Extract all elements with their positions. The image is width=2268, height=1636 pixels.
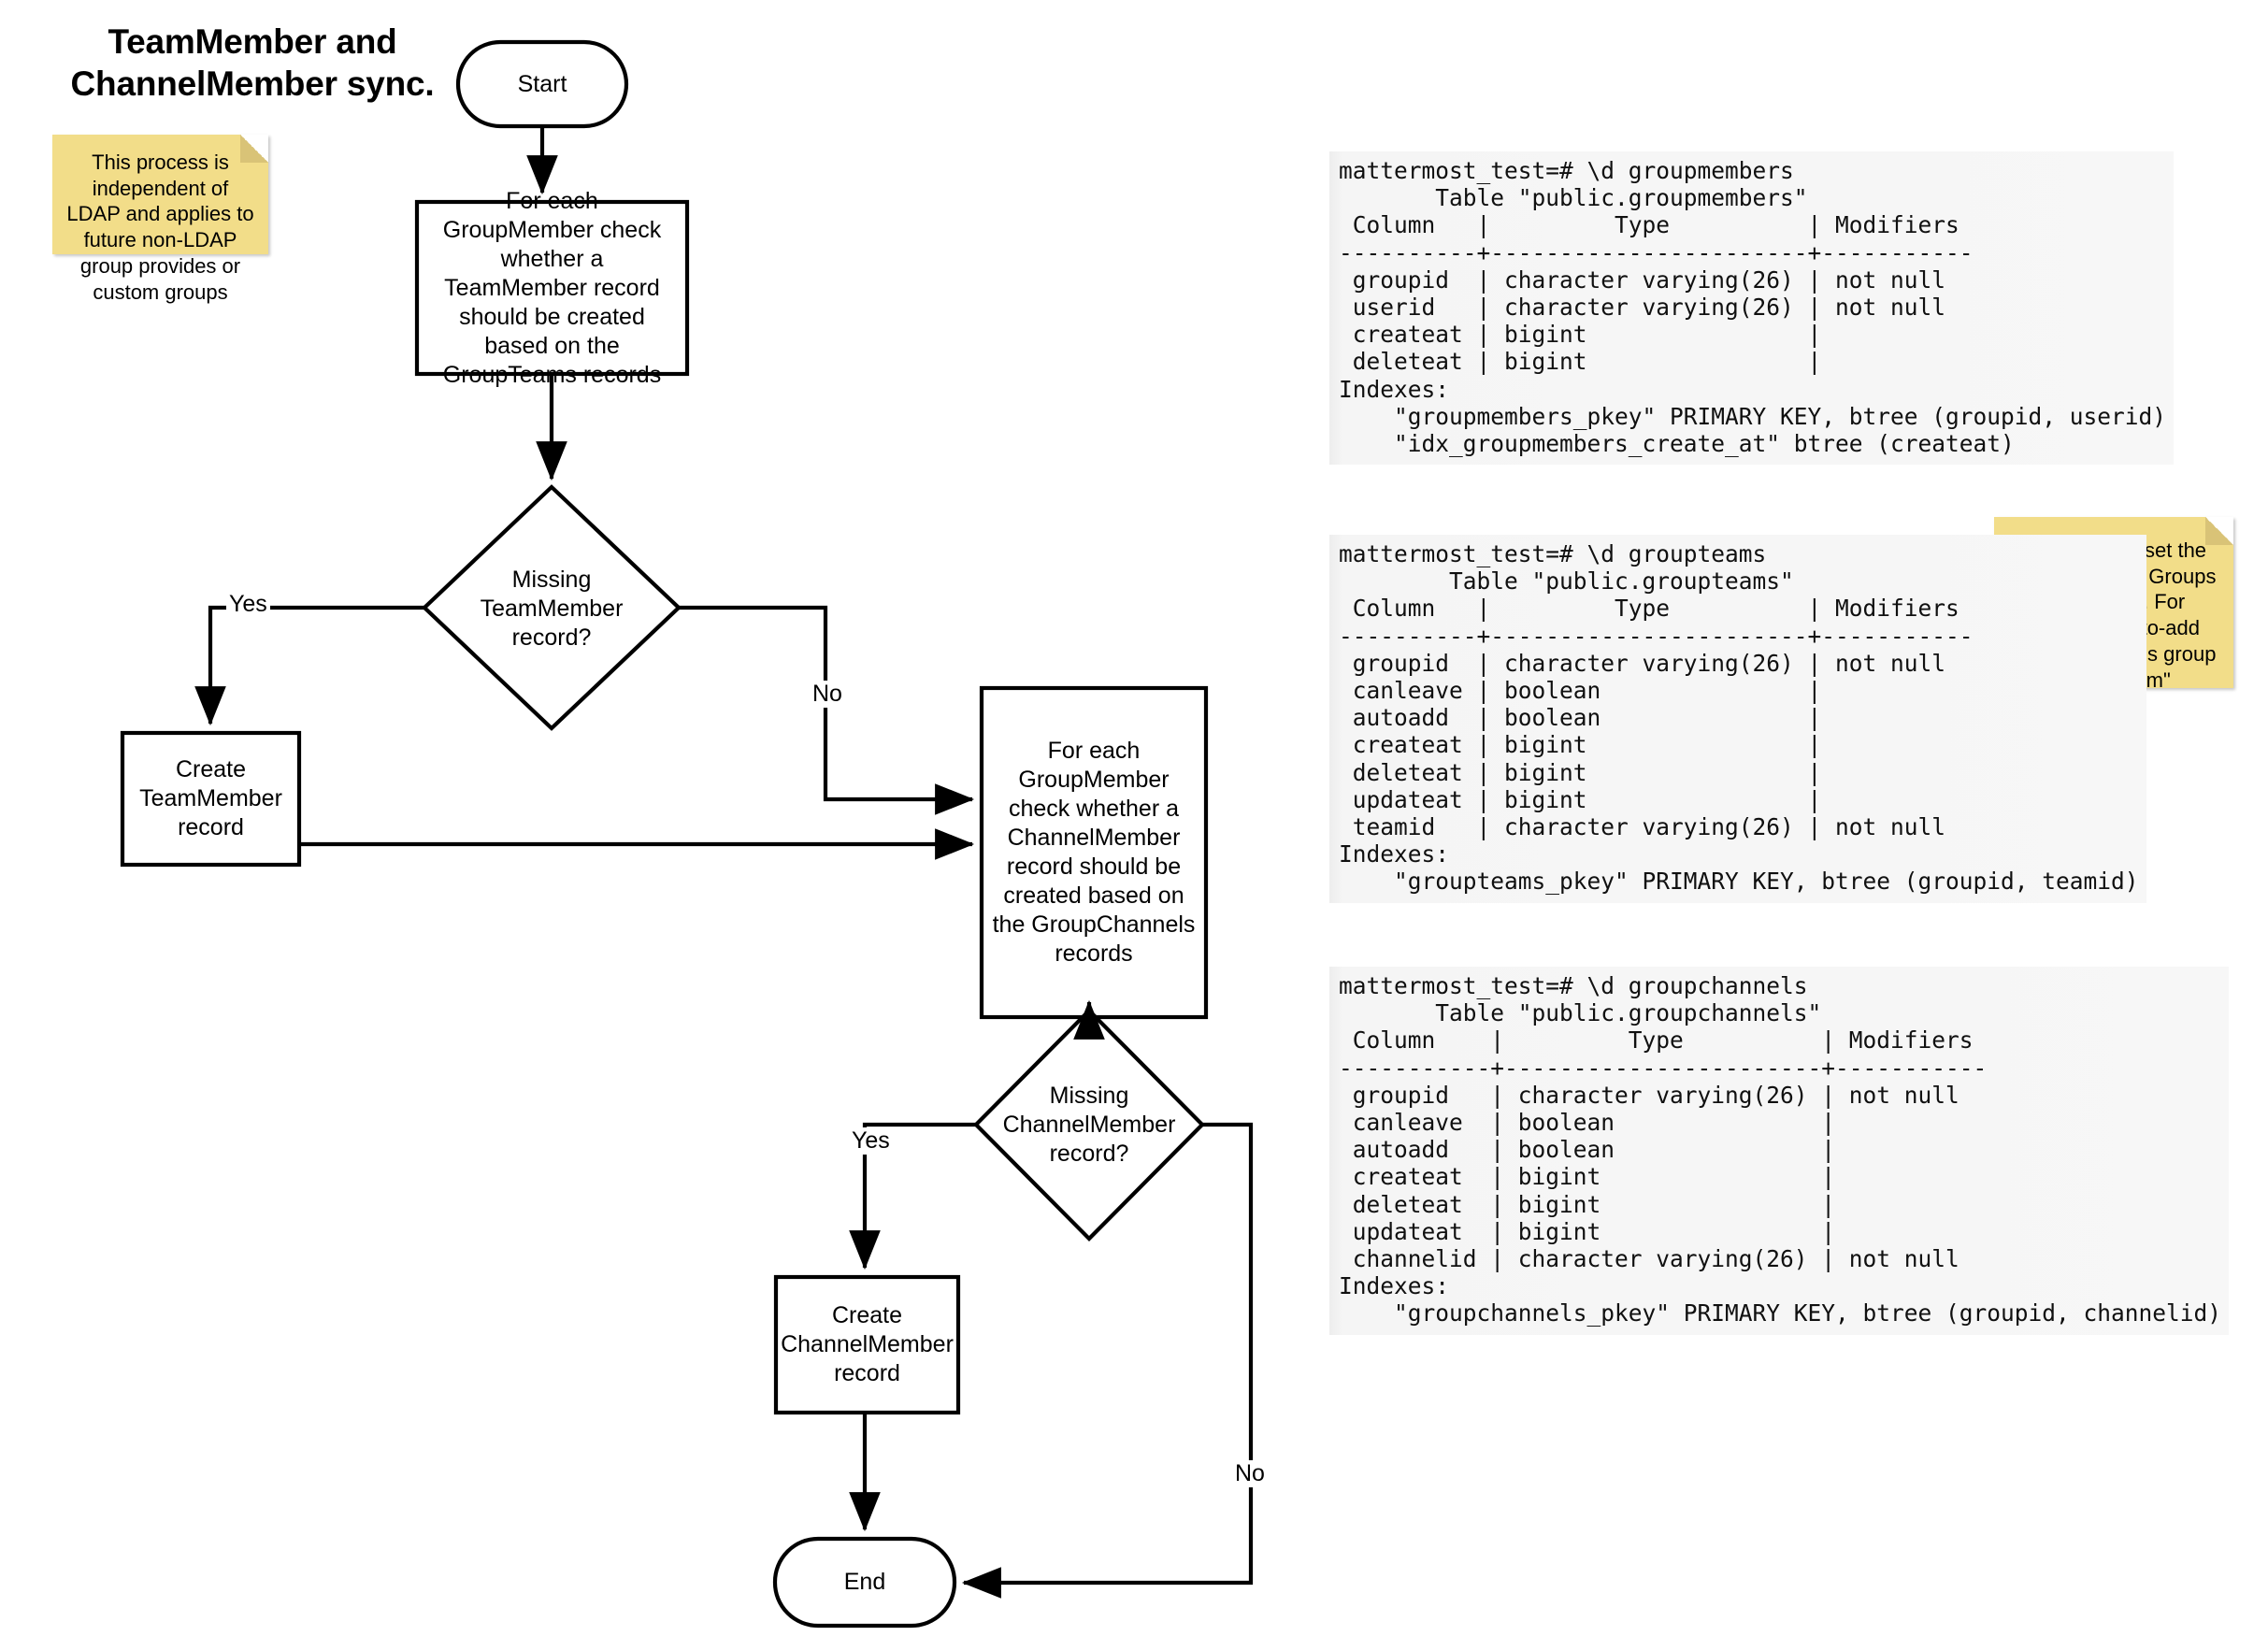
page-title: TeamMember and ChannelMember sync. <box>56 21 449 105</box>
sticky-note-ldap: This process is independent of LDAP and … <box>52 135 268 304</box>
node-process-teammember-shape <box>414 199 690 377</box>
node-create-channelmember-shape <box>773 1274 961 1415</box>
edge-label-teammember-yes: Yes <box>226 591 270 618</box>
terminal-output-groupmembers: mattermost_test=# \d groupmembers Table … <box>1329 151 2175 466</box>
page-title-line-1: TeamMember and <box>108 22 397 61</box>
node-start-label: Start <box>517 70 567 97</box>
flowchart-graphic <box>120 39 1254 1629</box>
node-decision-channelmember-shape <box>973 1008 1205 1241</box>
node-process-channelmember-label: For each GroupMember check whether a Cha… <box>992 738 1196 967</box>
note-fold-corner-icon <box>240 135 268 163</box>
node-end-label: End <box>843 1569 886 1595</box>
node-create-teammember-shape <box>120 730 302 868</box>
node-decision-teammember-label: Missing TeamMember record? <box>480 566 624 651</box>
node-end-shape <box>772 1536 957 1629</box>
node-decision-teammember-shape <box>421 484 682 731</box>
node-process-teammember-label: For each GroupMember check whether a Tea… <box>442 188 662 388</box>
note-fold-corner-icon <box>2205 517 2233 545</box>
edge-decision-no-to-end <box>961 1122 1254 1599</box>
sticky-note-ldap-text: This process is independent of LDAP and … <box>66 151 254 304</box>
edge-decision-yes-to-create-teammember <box>194 605 424 726</box>
node-start-shape <box>455 39 629 129</box>
edge-label-channelmember-yes: Yes <box>849 1127 893 1155</box>
edge-label-channelmember-no: No <box>1232 1460 1268 1487</box>
node-create-teammember-label: Create TeamMember record <box>139 756 282 840</box>
edge-label-teammember-no: No <box>810 681 845 708</box>
terminal-output-groupchannels: mattermost_test=# \d groupchannels Table… <box>1329 967 2230 1335</box>
node-create-channelmember-label: Create ChannelMember record <box>781 1302 954 1386</box>
edge-decision-yes-to-create-channelmember <box>849 1122 976 1270</box>
page-title-line-2: ChannelMember sync. <box>70 65 435 104</box>
node-decision-channelmember-label: Missing ChannelMember record? <box>1002 1082 1176 1167</box>
terminal-output-groupteams: mattermost_test=# \d groupteams Table "p… <box>1329 535 2146 903</box>
